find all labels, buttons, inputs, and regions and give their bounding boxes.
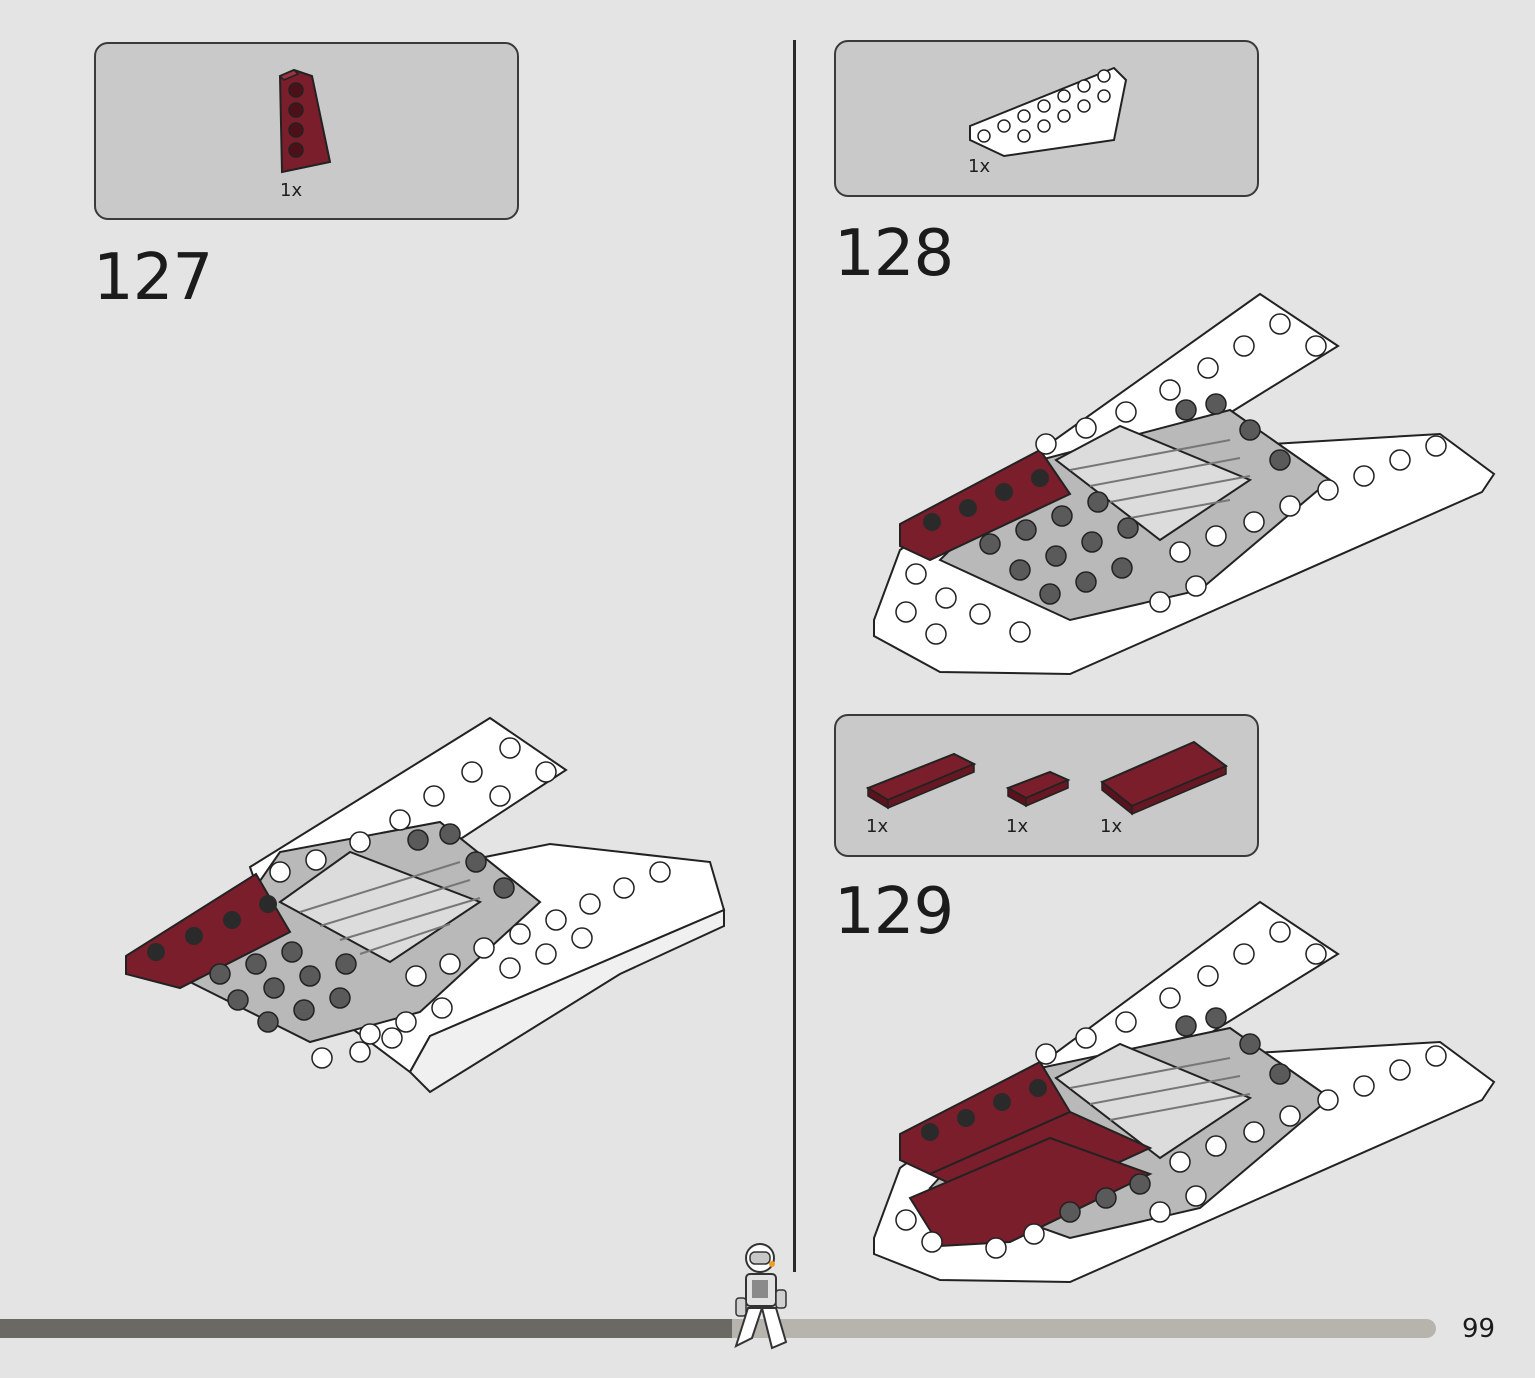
minifigure-runner-icon <box>734 1243 788 1350</box>
parts-callout-128: 1x <box>834 40 1259 197</box>
wedge-plate-red-icon <box>278 68 332 174</box>
part-qty: 1x <box>1100 816 1123 837</box>
step-number-129: 129 <box>834 875 954 949</box>
part-qty: 1x <box>968 156 991 177</box>
progress-bar-fill <box>0 1319 733 1338</box>
parts-callout-129: 1x 1x 1x <box>834 714 1259 857</box>
step-number-128: 128 <box>834 217 954 291</box>
column-divider <box>793 40 796 1272</box>
assembly-129 <box>873 900 1496 1284</box>
assembly-128 <box>873 292 1496 676</box>
tile-small-red-icon <box>1005 770 1071 808</box>
tile-long-red-icon <box>865 752 977 810</box>
step-number-127: 127 <box>93 241 213 315</box>
part-qty: 1x <box>866 816 889 837</box>
parts-callout-127: 1x <box>94 42 519 220</box>
wedge-plate-white-icon <box>969 66 1128 158</box>
part-qty: 1x <box>280 180 303 201</box>
assembly-127 <box>125 716 726 1094</box>
progress-bar <box>0 1319 1436 1338</box>
tile-wide-red-icon <box>1100 740 1228 816</box>
part-qty: 1x <box>1006 816 1029 837</box>
page-number: 99 <box>1462 1314 1496 1344</box>
